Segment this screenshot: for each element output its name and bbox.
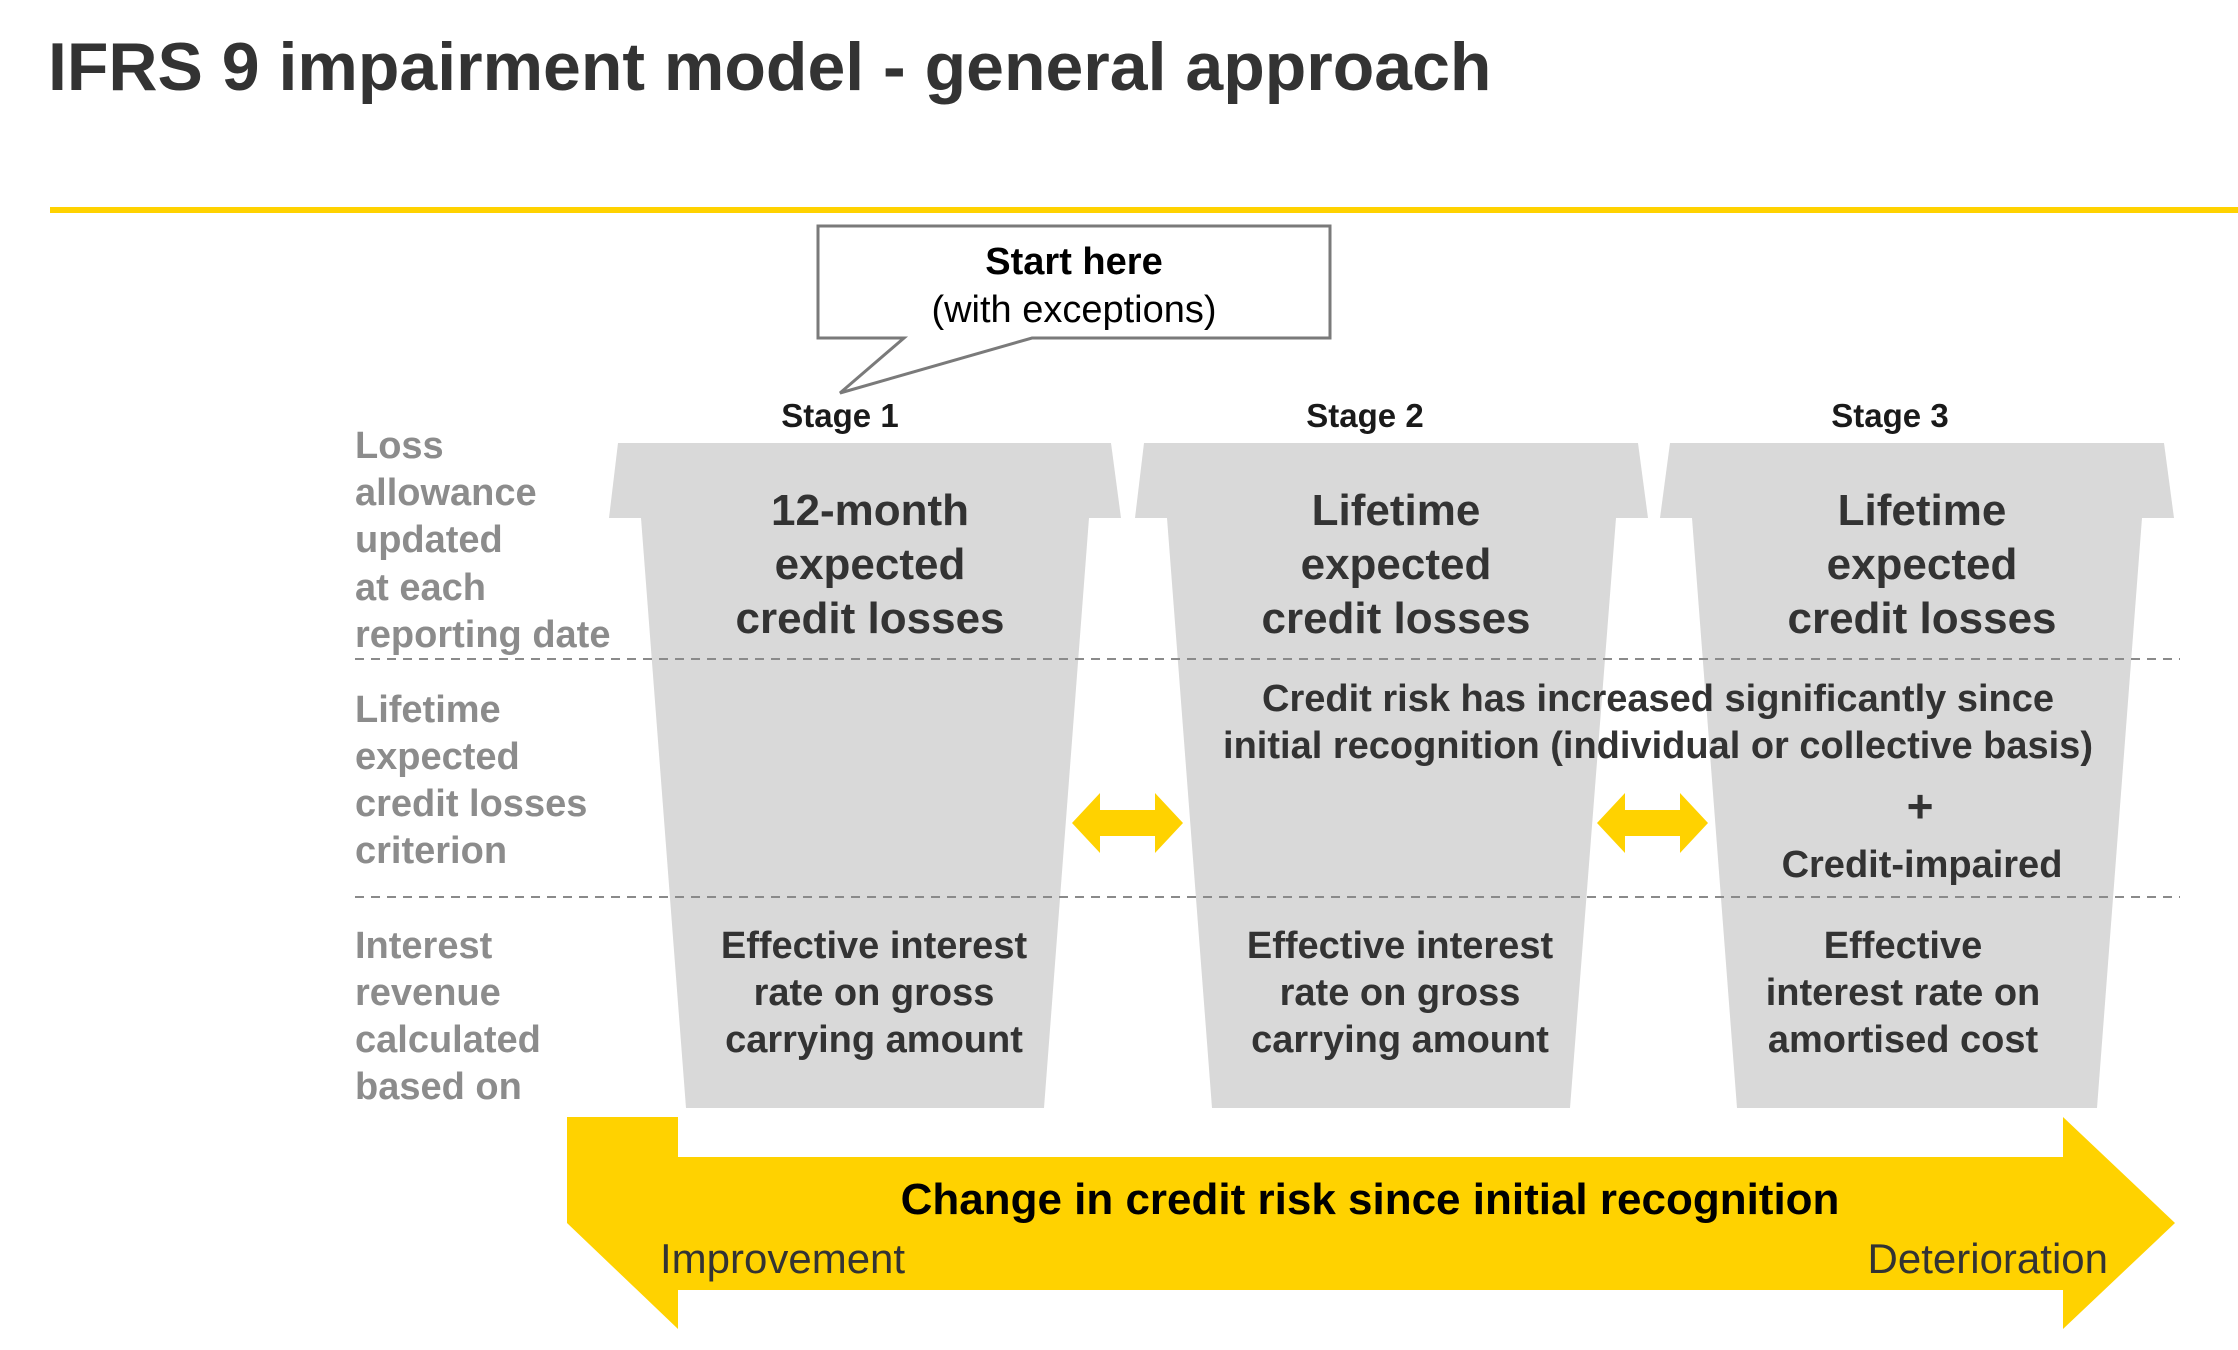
credit-risk-arrow: Change in credit risk since initial reco… xyxy=(567,1117,2175,1329)
interest-line: amortised cost xyxy=(1768,1019,2039,1061)
stage-3-ecl: Lifetime expected credit losses xyxy=(1787,486,2056,643)
criterion-line-2: initial recognition (individual or colle… xyxy=(1223,725,2093,767)
ecl-line: expected xyxy=(775,540,966,589)
stage-3-label: Stage 3 xyxy=(1831,397,1948,434)
callout-subtitle: (with exceptions) xyxy=(931,289,1216,331)
plus-sign: + xyxy=(1907,780,1934,832)
interest-line: Effective interest xyxy=(721,925,1028,967)
row-label-line: revenue xyxy=(355,972,501,1014)
interest-line: Effective xyxy=(1824,925,1982,967)
stage-2-3-transfer-arrow xyxy=(1597,793,1708,853)
row-label-line: expected xyxy=(355,736,520,778)
page-title: IFRS 9 impairment model - general approa… xyxy=(48,29,1491,105)
start-here-callout: Start here (with exceptions) xyxy=(816,224,1332,395)
stage-2-label: Stage 2 xyxy=(1306,397,1423,434)
ecl-line: Lifetime xyxy=(1312,486,1481,535)
credit-impaired-label: Credit-impaired xyxy=(1782,844,2063,886)
interest-line: carrying amount xyxy=(1251,1019,1549,1061)
stage-2-cup-lid xyxy=(1135,443,1648,518)
stage-1-cup xyxy=(609,443,1121,1108)
row-label-line: criterion xyxy=(355,830,507,872)
ecl-line: credit losses xyxy=(735,594,1004,643)
stage-2-interest: Effective interest rate on gross carryin… xyxy=(1247,925,1554,1061)
callout-box xyxy=(816,224,1332,395)
row-label-line: Lifetime xyxy=(355,689,501,731)
interest-line: rate on gross xyxy=(1280,972,1521,1014)
ecl-line: credit losses xyxy=(1787,594,2056,643)
stage-3-cup-body xyxy=(1692,518,2142,1108)
row-label-line: at each xyxy=(355,567,486,609)
stage-2-cup xyxy=(1135,443,1648,1108)
credit-risk-arrow-title: Change in credit risk since initial reco… xyxy=(901,1175,1840,1224)
title-underline xyxy=(50,207,2238,213)
ecl-line: credit losses xyxy=(1261,594,1530,643)
row-label-line: Loss xyxy=(355,425,444,467)
row-label-line: based on xyxy=(355,1066,522,1108)
row-label-line: credit losses xyxy=(355,783,587,825)
interest-line: interest rate on xyxy=(1766,972,2041,1014)
criterion-text: Credit risk has increased significantly … xyxy=(1223,678,2093,886)
stage-3-interest: Effective interest rate on amortised cos… xyxy=(1766,925,2041,1061)
ecl-line: expected xyxy=(1827,540,2018,589)
stage-1-interest: Effective interest rate on gross carryin… xyxy=(721,925,1028,1061)
row-label-interest: Interest revenue calculated based on xyxy=(355,925,541,1108)
stage-1-cup-lid xyxy=(609,443,1121,518)
ecl-line: Lifetime xyxy=(1838,486,2007,535)
stage-3-cup-lid xyxy=(1660,443,2174,518)
deterioration-label: Deterioration xyxy=(1868,1235,2108,1282)
row-label-line: updated xyxy=(355,519,503,561)
stage-1-2-transfer-arrow xyxy=(1072,793,1183,853)
improvement-label: Improvement xyxy=(660,1235,905,1282)
stage-1-ecl: 12-month expected credit losses xyxy=(735,486,1004,643)
interest-line: Effective interest xyxy=(1247,925,1554,967)
ecl-line: 12-month xyxy=(771,486,969,535)
credit-risk-arrow-shape xyxy=(567,1117,2175,1329)
row-label-line: Interest xyxy=(355,925,493,967)
interest-line: rate on gross xyxy=(754,972,995,1014)
row-label-loss-allowance: Loss allowance updated at each reporting… xyxy=(355,425,610,656)
row-label-line: reporting date xyxy=(355,614,610,656)
callout-title: Start here xyxy=(985,241,1162,283)
stage-2-ecl: Lifetime expected credit losses xyxy=(1261,486,1530,643)
stage-3-cup xyxy=(1660,443,2174,1108)
interest-line: carrying amount xyxy=(725,1019,1023,1061)
stage-1-cup-body xyxy=(641,518,1089,1108)
row-label-criterion: Lifetime expected credit losses criterio… xyxy=(355,689,587,872)
row-label-line: calculated xyxy=(355,1019,541,1061)
criterion-line-1: Credit risk has increased significantly … xyxy=(1262,678,2054,720)
row-label-line: allowance xyxy=(355,472,537,514)
stage-2-cup-body xyxy=(1167,518,1616,1108)
ecl-line: expected xyxy=(1301,540,1492,589)
stage-1-label: Stage 1 xyxy=(781,397,898,434)
